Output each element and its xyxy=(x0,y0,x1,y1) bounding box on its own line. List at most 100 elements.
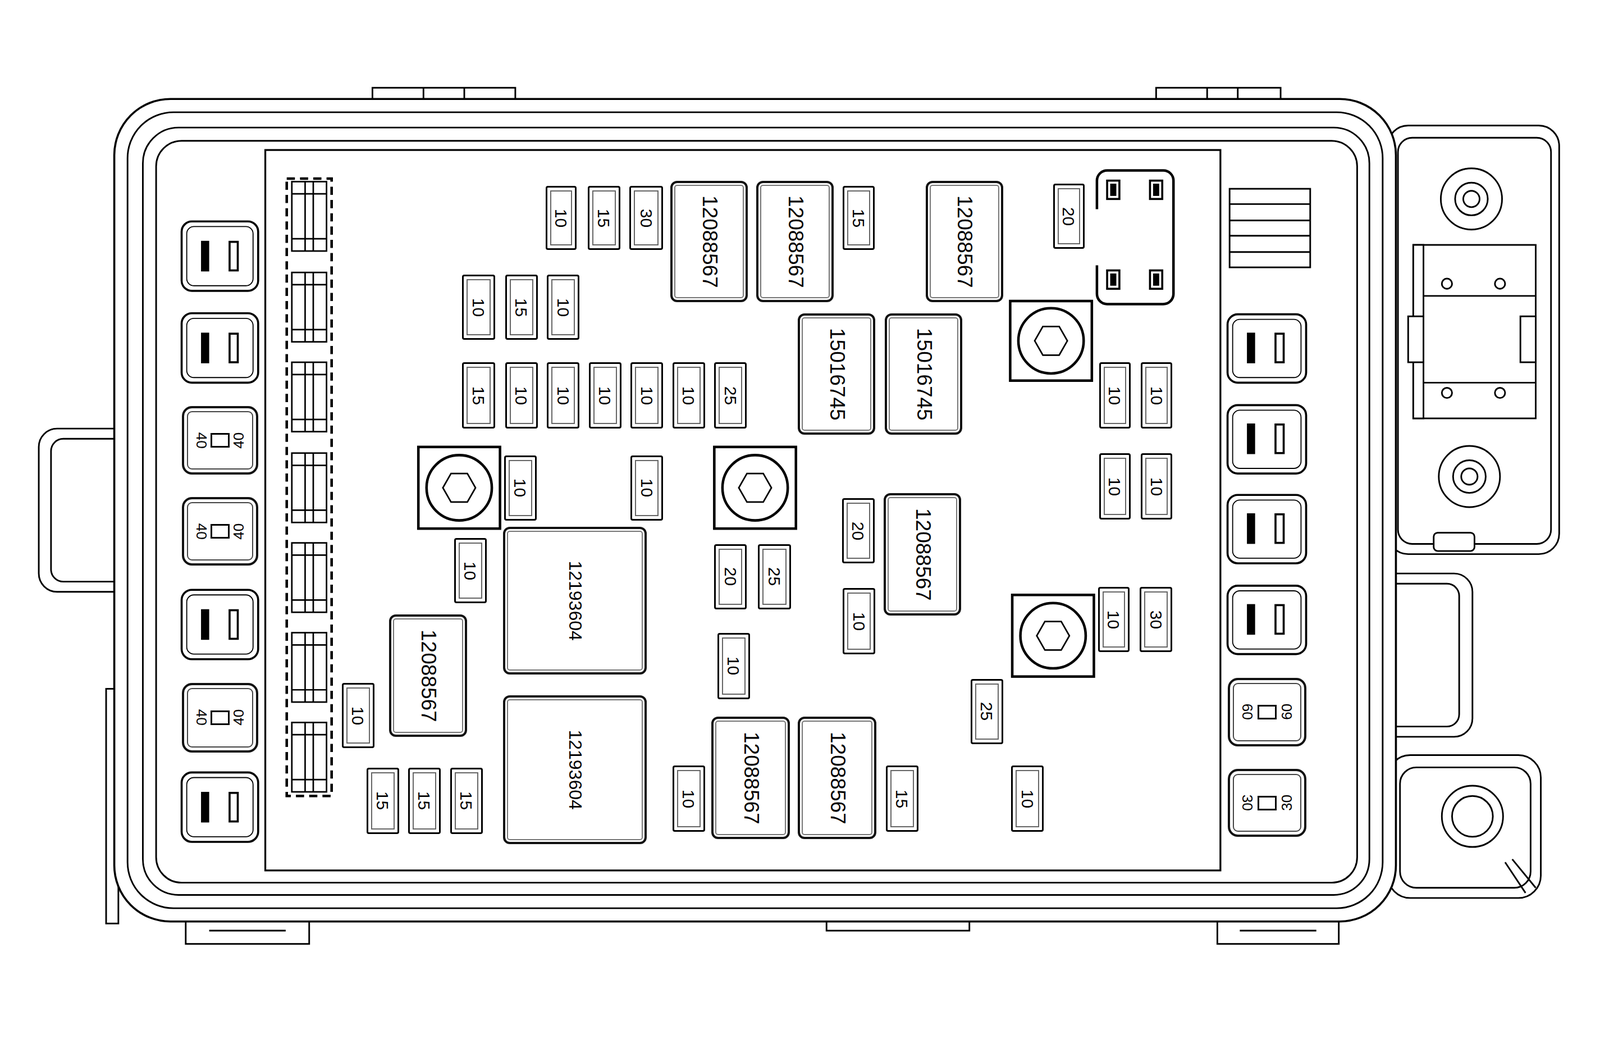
fuse-rating: 40 xyxy=(230,432,248,449)
fuse-rating: 25 xyxy=(765,567,784,586)
j-case-fuse: 40 40 xyxy=(181,682,259,753)
mini-fuse: 10 xyxy=(672,362,706,429)
fuse-rating: 40 xyxy=(230,523,248,540)
fuse-rating: 20 xyxy=(721,567,740,586)
fuse-blade xyxy=(210,523,230,539)
fuse-rating: 10 xyxy=(348,705,368,725)
relay: 15016745 xyxy=(884,313,963,435)
fuse-rating: 20 xyxy=(1059,207,1078,226)
fuse-blade xyxy=(1257,795,1277,811)
mini-fuse: 30 xyxy=(1139,586,1173,652)
mini-fuse: 15 xyxy=(842,185,875,251)
mini-fuse: 20 xyxy=(842,497,875,564)
fuse-rating: 15 xyxy=(512,297,531,317)
fuse-rating: 25 xyxy=(977,701,996,721)
fuse-rating: 10 xyxy=(1018,789,1037,808)
mini-fuse: 10 xyxy=(1140,453,1173,520)
mini-fuse: 10 xyxy=(504,455,537,521)
fuse-rating: 30 xyxy=(637,208,656,227)
relay: 12193604 xyxy=(503,695,647,844)
relay-part-number: 12088567 xyxy=(739,731,763,825)
j-case-fuse: 60 60 xyxy=(1227,677,1307,747)
relay: 12088567 xyxy=(711,716,790,839)
fuse-rating: 30 xyxy=(1146,610,1166,629)
relay-part-number: 15016745 xyxy=(912,327,936,421)
relay: 12088567 xyxy=(670,180,748,303)
mini-fuse: 10 xyxy=(842,587,876,655)
fuse-rating: 10 xyxy=(460,560,480,580)
relay: 12088567 xyxy=(756,180,834,303)
mini-fuse: 10 xyxy=(462,274,495,340)
fuse-rating: 10 xyxy=(551,208,571,227)
relay-part-number: 12088567 xyxy=(825,731,849,825)
relay: 12193604 xyxy=(503,526,647,675)
fuse-rating: 40 xyxy=(230,709,248,726)
mini-fuse: 10 xyxy=(672,765,706,832)
fuse-rating: 15 xyxy=(469,386,488,405)
relay: 12088567 xyxy=(797,716,877,839)
fuse-rating: 15 xyxy=(373,791,392,810)
mini-fuse: 15 xyxy=(366,767,400,834)
mini-fuse: 25 xyxy=(714,362,747,429)
relay-part-number: 12193604 xyxy=(565,560,585,640)
fuse-rating: 10 xyxy=(637,386,657,405)
fuse-rating: 10 xyxy=(510,478,530,497)
mini-fuse: 15 xyxy=(885,765,919,832)
mini-fuse: 25 xyxy=(757,544,791,610)
fuse-rating: 10 xyxy=(595,386,615,405)
relay-part-number: 15016745 xyxy=(825,327,849,421)
relay: 12088567 xyxy=(925,180,1004,303)
fuse-rating: 10 xyxy=(1147,476,1167,496)
mini-fuse: 10 xyxy=(546,362,580,429)
mini-fuse: 15 xyxy=(462,362,495,429)
fuse-rating: 30 xyxy=(1278,794,1296,811)
mini-fuse: 10 xyxy=(454,537,487,603)
mini-fuse: 10 xyxy=(341,682,375,748)
fuse-rating: 15 xyxy=(849,208,868,227)
mini-fuse: 10 xyxy=(630,362,664,429)
j-case-fuse: 30 30 xyxy=(1227,768,1307,838)
mini-fuse: 10 xyxy=(505,362,538,429)
relay: 15016745 xyxy=(797,313,876,435)
fuse-rating: 20 xyxy=(848,520,868,540)
fuse-rating: 30 xyxy=(1239,794,1256,811)
mini-fuse: 15 xyxy=(505,274,538,340)
fuse-blade xyxy=(210,432,230,448)
fuse-rating: 60 xyxy=(1278,703,1296,720)
mini-fuse: 10 xyxy=(545,185,577,251)
relay-part-number: 12088567 xyxy=(783,195,807,288)
fuse-blade xyxy=(210,710,230,725)
mini-fuse: 10 xyxy=(1099,362,1131,429)
fuse-rating: 10 xyxy=(679,386,698,405)
mini-fuse: 10 xyxy=(588,362,622,429)
fuse-rating: 60 xyxy=(1239,703,1256,720)
fuse-rating: 15 xyxy=(456,791,476,810)
fuse-rating: 10 xyxy=(637,478,657,497)
fuse-rating: 40 xyxy=(193,709,210,726)
relay-part-number: 12088567 xyxy=(952,195,976,288)
fuse-rating: 10 xyxy=(469,297,488,317)
j-case-fuse: 4040 xyxy=(181,496,259,566)
fuse-rating: 10 xyxy=(1104,610,1123,629)
mini-fuse: 25 xyxy=(970,678,1004,744)
fuse-blade xyxy=(1257,704,1277,720)
fuse-rating: 25 xyxy=(721,386,740,405)
mini-fuse: 15 xyxy=(587,185,621,251)
relay-part-number: 12088567 xyxy=(697,195,721,288)
fuse-rating: 10 xyxy=(554,386,573,405)
mini-fuse: 15 xyxy=(408,767,441,834)
relay: 12088567 xyxy=(389,614,468,737)
fuse-rating: 15 xyxy=(892,789,912,808)
fuse-rating: 10 xyxy=(724,656,743,675)
mini-fuse: 10 xyxy=(1011,765,1044,832)
fuse-rating: 10 xyxy=(512,386,531,405)
fuse-rating: 10 xyxy=(849,611,869,630)
mini-fuse: 10 xyxy=(1140,362,1173,429)
mini-fuse: 20 xyxy=(1053,183,1085,249)
mini-fuse: 30 xyxy=(629,185,664,251)
fuse-rating: 10 xyxy=(554,297,573,317)
fuse-rating: 10 xyxy=(1105,476,1124,496)
fuse-rating: 40 xyxy=(193,432,210,449)
relay-part-number: 12088567 xyxy=(416,629,440,722)
